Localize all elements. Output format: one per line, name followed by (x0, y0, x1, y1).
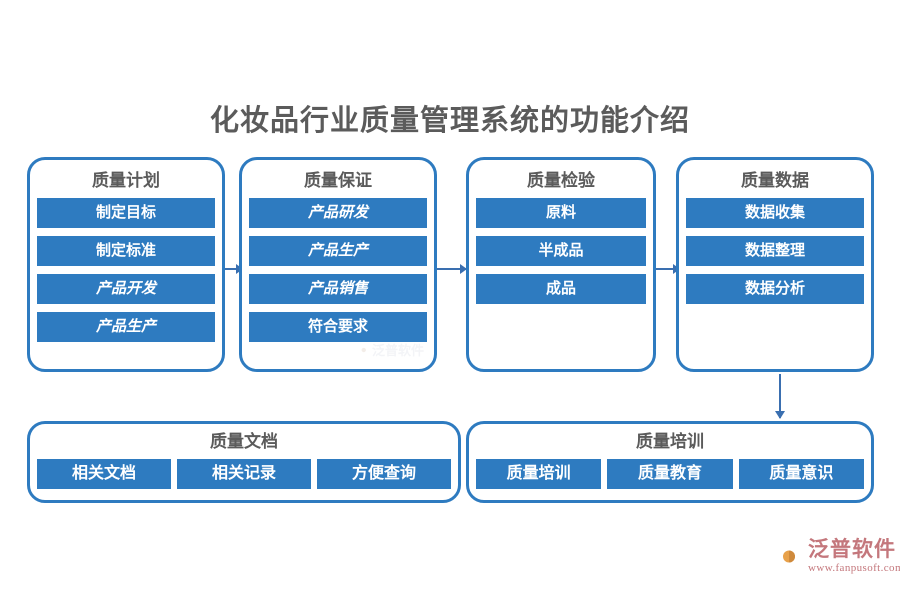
chip-item[interactable]: 产品研发 (249, 198, 427, 228)
chip-item[interactable]: 符合要求 (249, 312, 427, 342)
card-item-list: 制定目标 制定标准 产品开发 产品生产 (30, 198, 222, 342)
chip-item[interactable]: 方便查询 (317, 459, 451, 489)
chip-item[interactable]: 原料 (476, 198, 646, 228)
chip-item[interactable]: 制定目标 (37, 198, 215, 228)
card-item-list: 相关文档 相关记录 方便查询 (30, 459, 458, 489)
chip-item[interactable]: 成品 (476, 274, 646, 304)
arrow-data-to-training (775, 374, 785, 419)
card-item-list: 产品研发 产品生产 产品销售 符合要求 (242, 198, 434, 342)
chip-item[interactable]: 产品销售 (249, 274, 427, 304)
card-title: 质量文档 (210, 432, 278, 451)
chip-item[interactable]: 半成品 (476, 236, 646, 266)
chip-item[interactable]: 制定标准 (37, 236, 215, 266)
arrow-assure-to-inspect (434, 264, 467, 274)
brand-logo: 泛普软件 www.fanpusoft.com (768, 539, 900, 574)
fanpu-logo-icon (768, 540, 802, 574)
card-title: 质量数据 (741, 171, 809, 190)
card-item-list: 原料 半成品 成品 (469, 198, 653, 304)
card-quality-inspection[interactable]: 质量检验 原料 半成品 成品 (466, 157, 656, 372)
brand-url: www.fanpusoft.com (808, 562, 900, 574)
card-title: 质量检验 (527, 171, 595, 190)
chip-item[interactable]: 质量教育 (607, 459, 733, 489)
card-item-list: 数据收集 数据整理 数据分析 (679, 198, 871, 304)
chip-item[interactable]: 产品开发 (37, 274, 215, 304)
card-quality-training[interactable]: 质量培训 质量培训 质量教育 质量意识 (466, 421, 874, 503)
chip-item[interactable]: 数据收集 (686, 198, 864, 228)
chip-item[interactable]: 相关文档 (37, 459, 171, 489)
card-title: 质量培训 (636, 432, 704, 451)
card-quality-assurance[interactable]: 质量保证 产品研发 产品生产 产品销售 符合要求 (239, 157, 437, 372)
chip-item[interactable]: 质量意识 (738, 459, 864, 489)
chip-item[interactable]: 数据整理 (686, 236, 864, 266)
card-title: 质量保证 (304, 171, 372, 190)
chip-item[interactable]: 产品生产 (249, 236, 427, 266)
card-quality-plan[interactable]: 质量计划 制定目标 制定标准 产品开发 产品生产 (27, 157, 225, 372)
card-quality-documents[interactable]: 质量文档 相关文档 相关记录 方便查询 (27, 421, 461, 503)
brand-text-block: 泛普软件 www.fanpusoft.com (808, 539, 900, 574)
brand-name: 泛普软件 (808, 538, 896, 561)
chip-item[interactable]: 产品生产 (37, 312, 215, 342)
chip-item[interactable]: 相关记录 (177, 459, 311, 489)
card-title: 质量计划 (92, 171, 160, 190)
card-item-list: 质量培训 质量教育 质量意识 (469, 459, 871, 489)
page-title: 化妆品行业质量管理系统的功能介绍 (209, 105, 690, 137)
chip-item[interactable]: 质量培训 (476, 459, 602, 489)
chip-item[interactable]: 数据分析 (686, 274, 864, 304)
card-quality-data[interactable]: 质量数据 数据收集 数据整理 数据分析 (676, 157, 874, 372)
